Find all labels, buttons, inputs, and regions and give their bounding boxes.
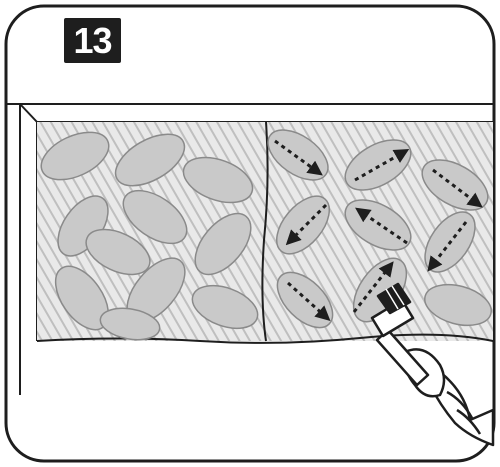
step-number: 13: [73, 19, 112, 61]
tile: [194, 212, 252, 276]
tile: [85, 228, 151, 276]
arrow: [274, 139, 323, 176]
panel-divider: [261, 121, 269, 342]
arrow: [354, 149, 410, 182]
tile: [99, 307, 161, 341]
wall-bottom-edge: [36, 333, 494, 344]
brush-icon: [370, 282, 495, 447]
tile: [191, 284, 259, 330]
left-panel-tiles: [40, 131, 259, 341]
tile: [122, 189, 188, 245]
tile: [424, 283, 492, 327]
direction-arrows: [274, 139, 483, 322]
arrow: [286, 281, 331, 322]
tile: [40, 131, 110, 181]
tile: [182, 156, 254, 204]
arrow: [285, 203, 328, 246]
tile: [114, 133, 186, 187]
step-badge: 13: [64, 18, 121, 63]
arrow: [427, 221, 468, 272]
arrow: [352, 261, 394, 313]
arrow: [355, 207, 408, 245]
arrow: [432, 168, 483, 208]
